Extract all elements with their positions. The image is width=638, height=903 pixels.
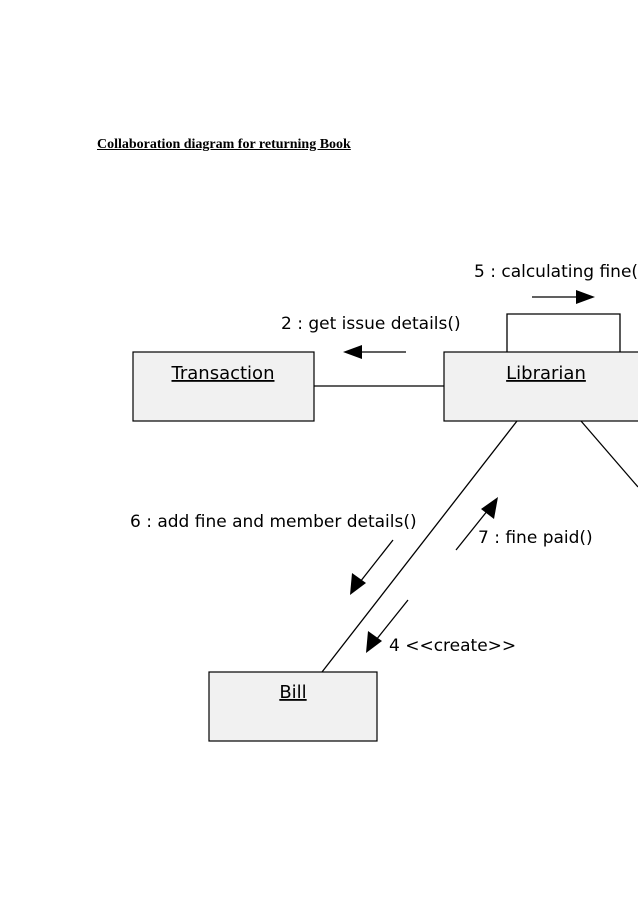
message-6-arrow xyxy=(350,539,394,595)
librarian-object xyxy=(443,351,638,422)
link-librarian-bill xyxy=(321,420,518,673)
message-7-arrow xyxy=(455,497,498,551)
bill-object xyxy=(208,671,378,742)
message-7-label: 7 : fine paid() xyxy=(478,528,593,548)
message-6-label: 6 : add fine and member details() xyxy=(130,512,417,532)
message-2-arrow xyxy=(343,345,406,359)
message-4-label: 4 <<create>> xyxy=(389,636,516,656)
message-5-label: 5 : calculating fine( xyxy=(474,262,638,282)
message-5-arrow xyxy=(532,290,595,304)
self-link-librarian xyxy=(506,313,621,352)
page-title: Collaboration diagram for returning Book xyxy=(97,137,351,152)
librarian-label: Librarian xyxy=(506,363,586,384)
transaction-object xyxy=(132,351,315,422)
link-librarian-offscreen xyxy=(580,420,638,488)
transaction-label: Transaction xyxy=(171,363,275,384)
message-2-label: 2 : get issue details() xyxy=(281,314,461,334)
bill-label: Bill xyxy=(279,682,306,703)
message-4-arrow xyxy=(366,599,409,653)
